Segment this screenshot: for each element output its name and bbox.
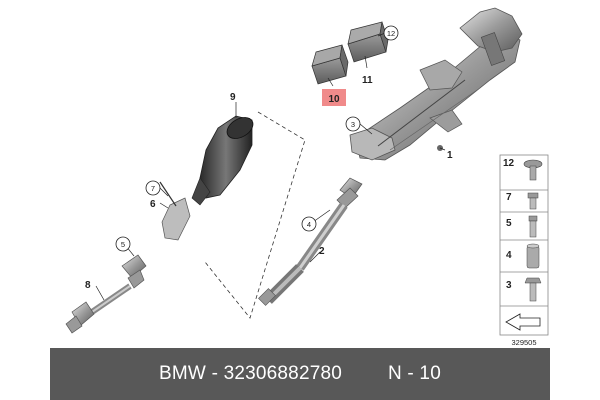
callout-3: 3	[345, 116, 361, 132]
legend-label-7: 7	[506, 192, 512, 203]
steering-boot	[191, 115, 254, 206]
callout-2: 2	[319, 246, 325, 257]
direction-arrow-icon	[505, 313, 541, 331]
callout-4: 4	[301, 216, 317, 232]
svg-text:3: 3	[351, 120, 355, 129]
svg-text:5: 5	[121, 240, 125, 249]
parts-diagram: 9 10 11 12 3 1 4 2 7 6 5 8 12 7 5	[65, 7, 549, 347]
legend-label-5: 5	[506, 218, 512, 229]
svg-text:4: 4	[307, 220, 311, 229]
module-11	[347, 21, 389, 63]
callout-10: 10	[328, 94, 340, 105]
steering-column	[349, 7, 523, 161]
dashed-outline	[204, 111, 306, 319]
callout-1: 1	[447, 150, 453, 161]
callout-5: 5	[115, 236, 131, 252]
callout-11: 11	[362, 75, 373, 86]
clamp	[159, 181, 191, 241]
svg-text:7: 7	[151, 184, 155, 193]
legend-label-3: 3	[506, 280, 512, 291]
universal-joint	[65, 254, 147, 334]
fastener-legend: 12 7 5 4 3	[499, 154, 549, 336]
svg-text:12: 12	[387, 29, 395, 38]
module-10	[311, 44, 349, 85]
footer-part-number: 32306882780	[223, 363, 343, 384]
legend-label-12: 12	[503, 158, 515, 169]
legend-label-4: 4	[506, 250, 512, 261]
footer-separator: -	[211, 363, 219, 384]
footer-position: N - 10	[388, 363, 441, 384]
part-number-banner: BMW - 32306882780 N - 10	[50, 348, 550, 400]
callout-12: 12	[383, 25, 399, 41]
callout-8: 8	[85, 280, 91, 291]
callout-6: 6	[150, 199, 156, 210]
leader-lines	[95, 32, 446, 301]
callout-9: 9	[230, 92, 236, 103]
intermediate-shaft	[258, 177, 363, 306]
image-number: 329505	[511, 338, 536, 347]
footer-brand: BMW	[159, 363, 207, 384]
callout-10-highlight	[322, 89, 346, 106]
callout-7: 7	[145, 180, 161, 196]
